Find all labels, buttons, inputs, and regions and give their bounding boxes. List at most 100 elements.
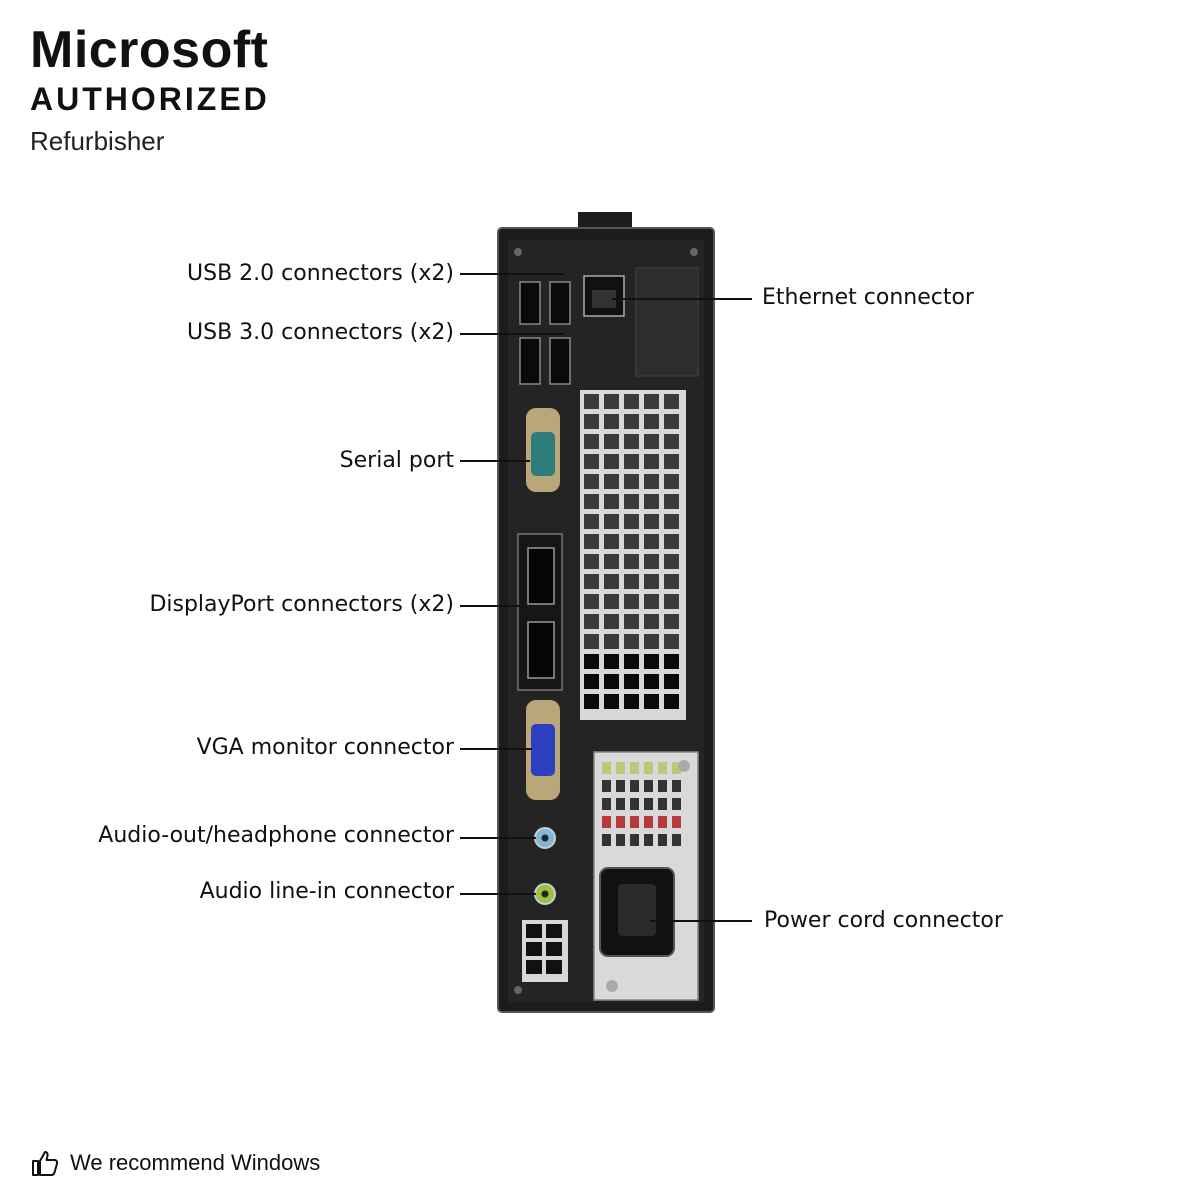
bottom-vent (522, 920, 568, 982)
vent-hole (644, 534, 659, 549)
vent-hole (584, 514, 599, 529)
psu-screw (606, 980, 618, 992)
psu-vent-hole (630, 834, 639, 846)
vent-hole (664, 554, 679, 569)
vent-hole (624, 574, 639, 589)
screw (690, 248, 698, 256)
psu-vent-hole (658, 762, 667, 774)
vent-hole (664, 614, 679, 629)
vent-hole (664, 654, 679, 669)
vent-hole (664, 594, 679, 609)
vent-hole (584, 474, 599, 489)
vent-hole (604, 414, 619, 429)
usb2-port (519, 281, 541, 325)
psu-vent-hole (630, 816, 639, 828)
vent-hole (624, 634, 639, 649)
vent-hole (624, 654, 639, 669)
vent-hole (644, 434, 659, 449)
usb3-port (519, 337, 541, 385)
vent-hole (584, 434, 599, 449)
vent-hole (664, 694, 679, 709)
leader-usb2 (460, 273, 564, 275)
vent-hole (644, 474, 659, 489)
vent-hole (644, 614, 659, 629)
brand-authorized: AUTHORIZED (30, 81, 270, 117)
vent-hole (604, 534, 619, 549)
vent-hole (584, 414, 599, 429)
vent-hole (624, 474, 639, 489)
leader-power (650, 920, 752, 922)
brand-refurbisher: Refurbisher (30, 126, 165, 156)
psu-vent-hole (672, 816, 681, 828)
psu-vent-hole (644, 816, 653, 828)
serial-port (531, 432, 555, 476)
vga-port (531, 724, 555, 776)
vent-hole (604, 474, 619, 489)
vent-hole (604, 674, 619, 689)
vent-hole (584, 614, 599, 629)
vent-hole (624, 674, 639, 689)
vent-hole (604, 494, 619, 509)
leader-audio-in (460, 893, 536, 895)
psu-vent-hole (602, 762, 611, 774)
psu-vent-hole (602, 798, 611, 810)
vent-hole (624, 494, 639, 509)
vent-hole (644, 674, 659, 689)
psu-vent-hole (644, 762, 653, 774)
usb2-port (549, 281, 571, 325)
vent-hole (584, 694, 599, 709)
psu-screw (678, 760, 690, 772)
psu-vent-hole (630, 762, 639, 774)
psu-vent-hole (658, 798, 667, 810)
vent-hole (604, 434, 619, 449)
label-audio-in: Audio line-in connector (199, 879, 454, 904)
vent-hole (664, 474, 679, 489)
label-vga: VGA monitor connector (196, 735, 454, 760)
ethernet-port-inner (592, 290, 616, 308)
psu-vent-hole (644, 780, 653, 792)
vent-hole (624, 694, 639, 709)
vent-hole (584, 534, 599, 549)
vent-hole (624, 614, 639, 629)
vent-hole (624, 434, 639, 449)
label-usb3: USB 3.0 connectors (x2) (187, 320, 454, 345)
vent-hole (584, 554, 599, 569)
label-displayport: DisplayPort connectors (x2) (149, 592, 454, 617)
vent-hole (624, 554, 639, 569)
displayport-port (527, 621, 555, 679)
vent-hole (624, 514, 639, 529)
displayport-port (527, 547, 555, 605)
vent-hole (624, 594, 639, 609)
vent-hole (644, 514, 659, 529)
vent-hole (584, 654, 599, 669)
vent-hole (604, 554, 619, 569)
screw (514, 986, 522, 994)
leader-displayport (460, 605, 520, 607)
vent-hole (664, 454, 679, 469)
vent-hole (604, 394, 619, 409)
psu-vent-hole (644, 834, 653, 846)
vent-hole (604, 694, 619, 709)
vent-hole (584, 454, 599, 469)
usb3-port (549, 337, 571, 385)
vent-hole (624, 414, 639, 429)
vent-hole (644, 554, 659, 569)
vent-hole (664, 574, 679, 589)
vent-hole (604, 614, 619, 629)
psu-vent-hole (672, 834, 681, 846)
psu-vent-hole (602, 780, 611, 792)
label-ethernet: Ethernet connector (762, 285, 974, 310)
vent-hole (604, 514, 619, 529)
vent-hole (584, 634, 599, 649)
vent-hole (664, 514, 679, 529)
psu-vent-hole (630, 780, 639, 792)
psu-vent-hole (630, 798, 639, 810)
psu-vent-hole (672, 762, 681, 774)
thumbs-up-icon (32, 1151, 59, 1176)
vent-hole (644, 454, 659, 469)
vent-hole (604, 634, 619, 649)
vent-hole (604, 594, 619, 609)
vent-hole (604, 454, 619, 469)
psu-vent-hole (658, 780, 667, 792)
expansion-slot-cover (635, 267, 699, 377)
